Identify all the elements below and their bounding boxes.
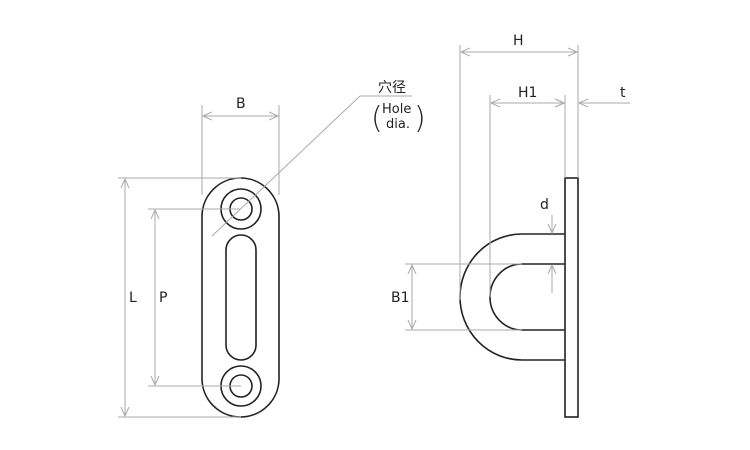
front-view [118,95,412,418]
label-h1: H1 [518,85,537,101]
u-bend-inner [489,263,565,331]
label-hole-jp: 穴径 [378,80,406,96]
hole-leader [211,95,361,237]
side-view [405,45,630,418]
u-bend-outer [459,233,565,361]
label-b1: B1 [391,290,410,306]
label-p: P [159,290,167,306]
label-b: B [236,96,246,112]
label-h: H [513,33,524,49]
base-plate [564,177,579,418]
plate-outline [201,177,280,418]
label-t: t [620,85,626,101]
label-hole-en-1: Hole [382,102,411,117]
label-l: L [129,290,137,306]
paren-close: ) [414,101,426,136]
paren-open: ( [371,101,383,136]
label-d: d [540,197,549,213]
slot [225,234,257,361]
label-hole-en-2: dia. [386,117,410,132]
